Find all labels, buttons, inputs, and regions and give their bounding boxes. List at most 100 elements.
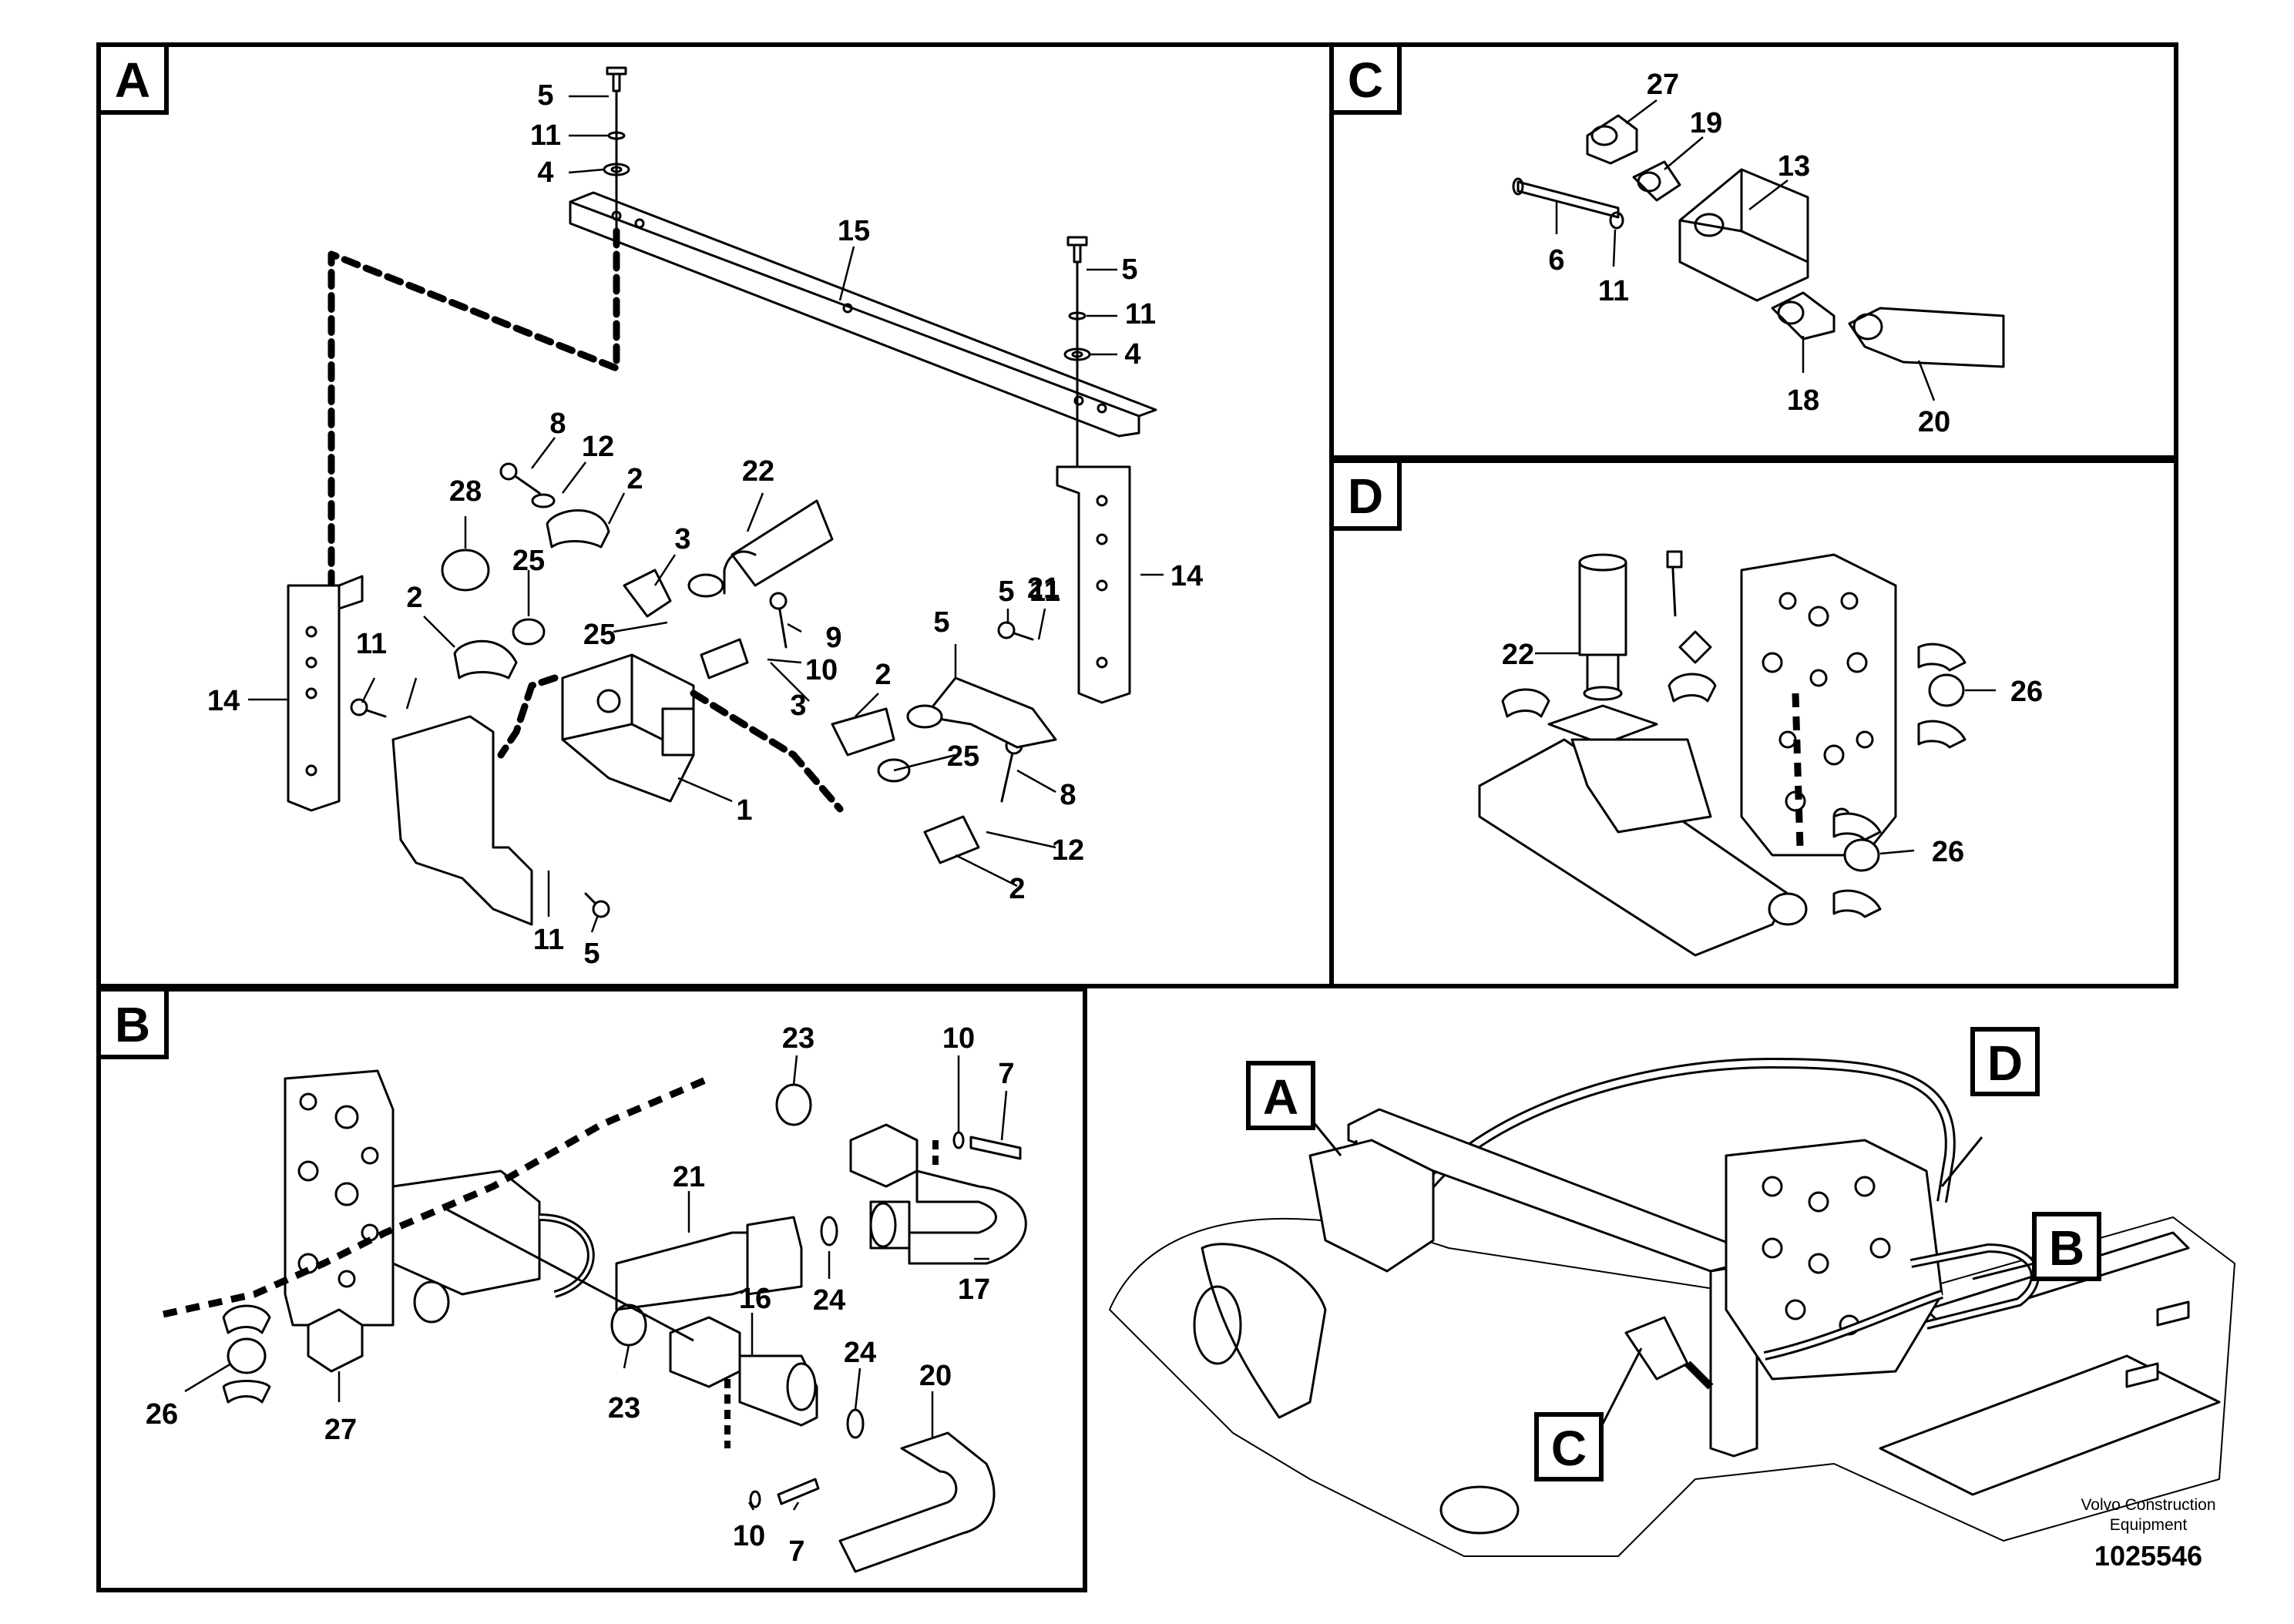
panel-c-leaders <box>1555 99 1936 401</box>
callout-a-2: 2 <box>875 659 891 691</box>
panel-c-drawing <box>1512 114 2005 368</box>
overview-b-letter: B <box>2049 1220 2084 1276</box>
callout-b-23: 23 <box>782 1022 814 1055</box>
callout-a-11: 11 <box>533 924 564 956</box>
overview-b-box <box>2032 1212 2101 1281</box>
callout-a-8: 8 <box>1060 779 1076 811</box>
callout-a-5: 5 <box>583 938 600 970</box>
callout-a-2: 2 <box>1009 873 1025 905</box>
callout-a-11: 11 <box>530 119 561 152</box>
bracket-15-edge <box>569 191 1157 418</box>
callout-d-22: 22 <box>1502 639 1534 671</box>
clamp-3 <box>623 569 672 618</box>
mounting-plate <box>391 715 533 926</box>
callout-b-21: 21 <box>673 1161 705 1193</box>
callout-a-5: 5 <box>1121 253 1137 286</box>
overview-c-letter: C <box>1551 1421 1587 1476</box>
o-ring-23-bottom <box>610 1304 647 1347</box>
panel-d-drawing <box>1478 550 1967 957</box>
panel-d-frame <box>1329 458 2178 988</box>
panel-letter-boxes: A C D B <box>96 42 1402 1059</box>
callout-c-18: 18 <box>1787 384 1819 417</box>
o-ring-24-bottom <box>846 1408 865 1439</box>
panel-a-letter-box <box>96 42 169 115</box>
drawing-number: 1025546 <box>2094 1540 2202 1572</box>
panel-d-letter: D <box>1348 468 1383 524</box>
hose-20-b <box>838 1431 996 1573</box>
bolt-7-top <box>969 1136 1022 1160</box>
overview-d-letter: D <box>1987 1035 2023 1091</box>
callout-a-1: 1 <box>736 794 752 827</box>
callout-a-14: 14 <box>1171 560 1203 592</box>
callout-a-5: 5 <box>998 575 1014 608</box>
callout-c-6: 6 <box>1548 244 1564 277</box>
clamp-2-low <box>923 815 980 864</box>
callout-b-26: 26 <box>146 1398 178 1431</box>
plug-26-upper <box>1928 673 1965 707</box>
callout-a-12: 12 <box>1052 834 1084 867</box>
overview-leaders <box>1312 1121 2035 1424</box>
panel-a-leaders <box>248 95 1164 933</box>
callout-c-20: 20 <box>1918 406 1950 438</box>
panel-b-frame <box>96 987 1087 1592</box>
hose-20 <box>1848 307 2005 368</box>
o-ring-25b <box>877 758 911 783</box>
callout-a-25: 25 <box>512 545 545 577</box>
callout-a-11: 11 <box>356 628 387 660</box>
callout-c-27: 27 <box>1647 69 1679 101</box>
callout-a-2: 2 <box>406 582 422 614</box>
callout-a-4: 4 <box>537 156 553 189</box>
clamp-26-b <box>222 1304 271 1334</box>
callout-a-3: 3 <box>790 690 806 722</box>
plug-26-lower <box>1843 838 1880 872</box>
panel-b-drawing <box>163 1069 1027 1573</box>
nut-27-b <box>307 1308 364 1373</box>
callout-b-10: 10 <box>942 1022 975 1055</box>
callout-b-7: 7 <box>788 1535 804 1568</box>
o-ring-24-top <box>820 1216 838 1247</box>
overview-a-box <box>1246 1061 1315 1130</box>
overview-a-letter: A <box>1263 1069 1298 1125</box>
bracket-15 <box>569 200 1140 438</box>
panel-d-leaders <box>1535 652 1996 855</box>
callout-c-19: 19 <box>1690 107 1722 139</box>
panel-c-letter-box <box>1329 42 1402 115</box>
clamp-3b <box>700 638 749 679</box>
callout-b-10: 10 <box>733 1520 765 1552</box>
overview-control-valve <box>1725 1139 1943 1381</box>
panel-b-leaders <box>184 1055 1008 1511</box>
hose-22-vertical <box>1578 561 1627 656</box>
callout-b-16: 16 <box>739 1283 771 1315</box>
plug-26-b <box>227 1337 267 1374</box>
callout-a-15: 15 <box>838 215 870 247</box>
panel-c-frame <box>1329 42 2178 460</box>
panel-c-letter: C <box>1348 52 1383 108</box>
clamp-2-top <box>546 509 610 549</box>
callout-b-23: 23 <box>608 1392 640 1424</box>
callout-d-26: 26 <box>1932 836 1964 868</box>
panel-b-letter: B <box>115 997 150 1052</box>
plug-28 <box>441 549 490 592</box>
flange-plate <box>1547 704 1658 746</box>
callout-b-24: 24 <box>844 1337 876 1369</box>
panel-b-letter-box <box>96 987 169 1059</box>
flange-bottom <box>669 1316 741 1388</box>
callout-b-24: 24 <box>813 1284 845 1317</box>
callout-a-11: 11 <box>1029 575 1060 608</box>
o-ring-23-top <box>775 1083 812 1126</box>
adapter-19 <box>1632 160 1681 202</box>
callout-a-8: 8 <box>549 408 566 440</box>
callout-a-25: 25 <box>947 740 979 773</box>
clamp-2-mid <box>831 707 895 757</box>
overview-valve-a <box>1308 1139 1435 1273</box>
overview-c-box <box>1534 1412 1604 1481</box>
flange-top <box>849 1123 919 1188</box>
company-line-1: Volvo Construction <box>2081 1496 2215 1514</box>
company-line-2: Equipment <box>2110 1516 2188 1534</box>
callout-b-27: 27 <box>324 1414 357 1446</box>
footer: Volvo Construction Equipment 1025546 <box>2081 1496 2215 1572</box>
callout-a-5: 5 <box>537 79 553 112</box>
